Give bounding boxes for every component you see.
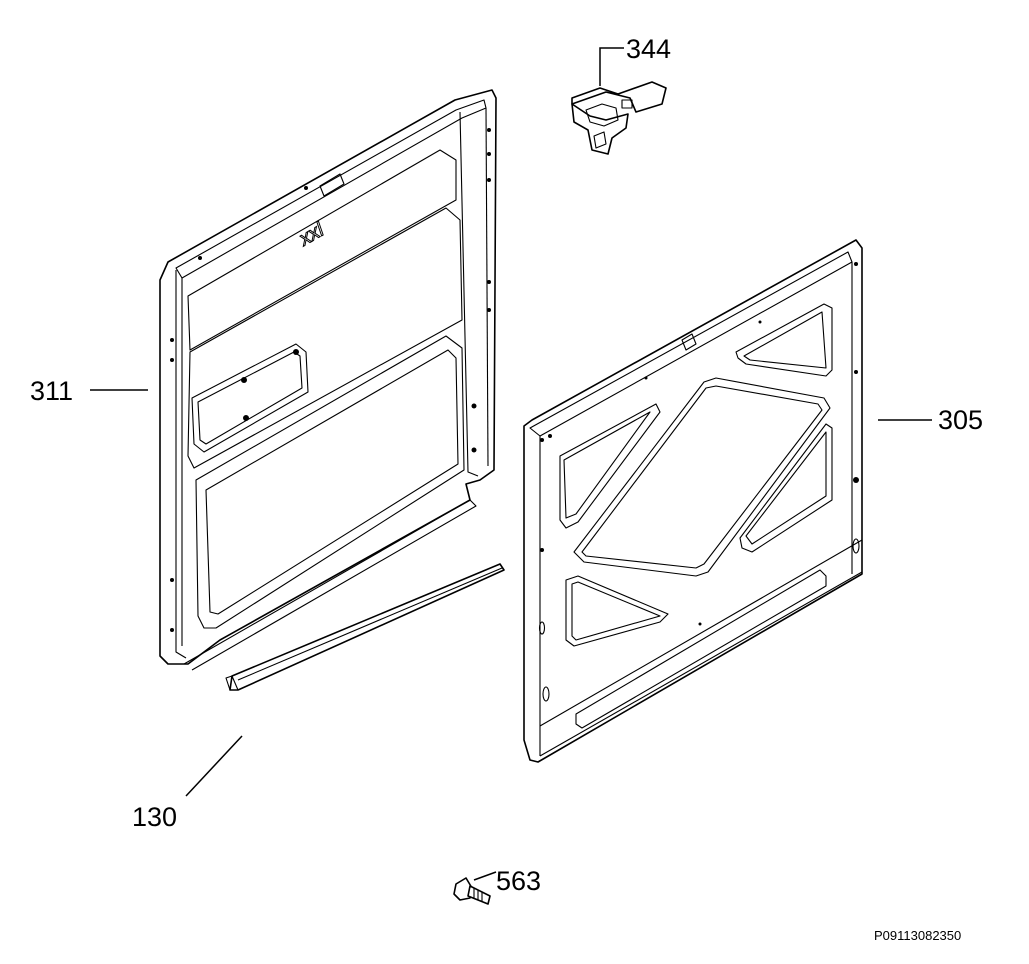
part-563-screw[interactable] bbox=[453, 871, 497, 905]
part-130-door-seal-strip[interactable] bbox=[225, 563, 505, 691]
callout-563: 563 bbox=[496, 866, 541, 896]
drawing-code: P09113082350 bbox=[874, 928, 961, 943]
callout-344: 344 bbox=[626, 34, 671, 64]
part-305-outer-door-panel[interactable] bbox=[523, 239, 863, 763]
callout-130: 130 bbox=[132, 802, 177, 832]
callout-311: 311 bbox=[30, 376, 73, 406]
part-344-door-lock[interactable] bbox=[571, 47, 667, 155]
part-311-inner-door-panel[interactable] bbox=[159, 89, 497, 671]
callout-305: 305 bbox=[938, 405, 983, 435]
